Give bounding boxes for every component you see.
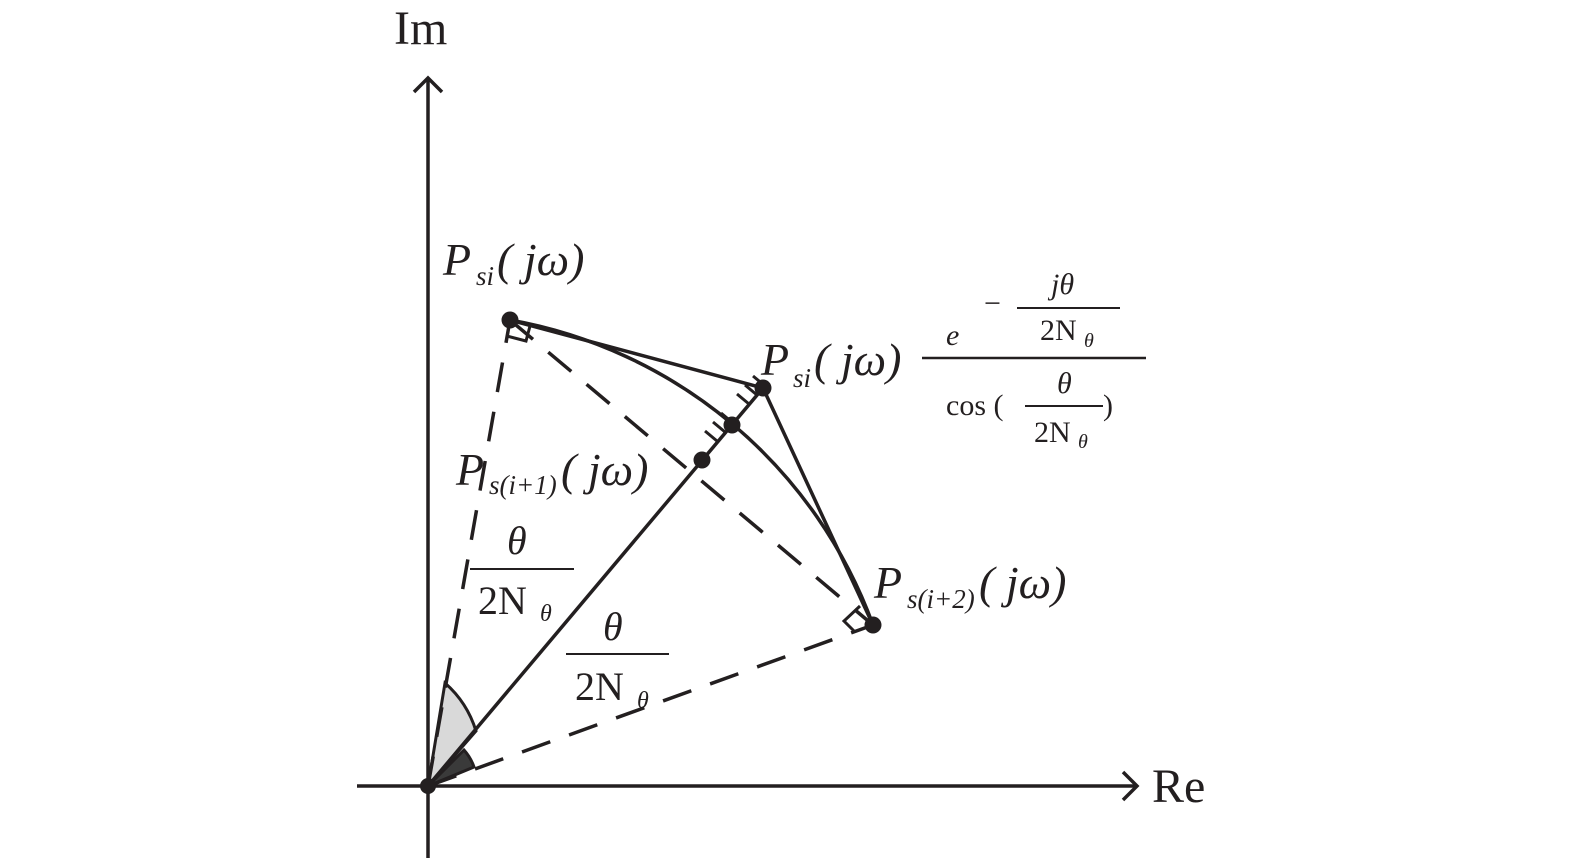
dashed-chord: [508, 318, 875, 627]
right-angle-marker-upper: [506, 325, 532, 343]
tangent-line-lower: [761, 387, 875, 626]
svg-text:P: P: [760, 334, 789, 385]
svg-text:P: P: [455, 444, 484, 495]
svg-text:( jω): ( jω): [979, 557, 1066, 608]
label-psi2: P s(i+2) ( jω): [873, 557, 1066, 614]
cos-denominator: 2N: [1034, 416, 1071, 449]
exp-denominator-sub: θ: [1084, 330, 1094, 352]
exp-minus: −: [984, 287, 1001, 320]
svg-text:2N: 2N: [478, 578, 527, 623]
svg-text:( jω): ( jω): [561, 444, 648, 495]
tangent-line-upper: [509, 318, 764, 390]
svg-text:P: P: [873, 557, 902, 608]
cos-suffix: ): [1103, 389, 1113, 422]
svg-text:s(i+1): s(i+1): [489, 470, 557, 500]
svg-text:θ: θ: [540, 601, 552, 627]
point-psi2: [864, 616, 882, 634]
real-axis-label: Re: [1152, 760, 1205, 813]
point-psi: [501, 311, 519, 329]
label-psi: P si ( jω): [442, 234, 584, 291]
angle-label-upper: θ 2N θ: [470, 518, 574, 627]
point-origin: [420, 778, 436, 794]
point-arc-mid: [723, 416, 741, 434]
svg-text:s(i+2): s(i+2): [907, 584, 975, 614]
imag-axis-label: Im: [394, 2, 447, 55]
svg-text:si: si: [476, 261, 494, 291]
real-axis: [357, 770, 1140, 802]
cos-denominator-sub: θ: [1078, 431, 1088, 453]
point-chord-mid: [693, 451, 711, 469]
scale-factor-fraction: e − jθ 2N θ cos ( θ 2N θ ): [922, 268, 1146, 453]
svg-text:2N: 2N: [575, 664, 624, 709]
label-psi-scaled: P si ( jω): [760, 334, 901, 393]
svg-text:P: P: [442, 234, 471, 285]
imag-axis: [412, 75, 444, 858]
lower-angle-wedge: [426, 747, 476, 788]
svg-text:θ: θ: [637, 688, 649, 714]
svg-text:( jω): ( jω): [814, 334, 901, 385]
right-angle-marker-lower: [841, 604, 862, 634]
svg-text:θ: θ: [507, 518, 527, 563]
cos-prefix: cos (: [946, 389, 1003, 422]
label-psi1: P s(i+1) ( jω): [455, 444, 648, 500]
cos-numerator: θ: [1057, 367, 1072, 400]
exp-numerator: jθ: [1047, 268, 1074, 301]
dashed-radius-psi: [426, 319, 512, 787]
exp-base: e: [946, 319, 959, 352]
dashed-radius-psi2: [427, 623, 874, 788]
angle-label-lower: θ 2N θ: [566, 604, 669, 714]
svg-text:si: si: [793, 363, 811, 393]
svg-text:( jω): ( jω): [497, 234, 584, 285]
svg-text:θ: θ: [603, 604, 623, 649]
exp-denominator: 2N: [1040, 314, 1077, 347]
point-psi-scaled: [754, 379, 772, 397]
